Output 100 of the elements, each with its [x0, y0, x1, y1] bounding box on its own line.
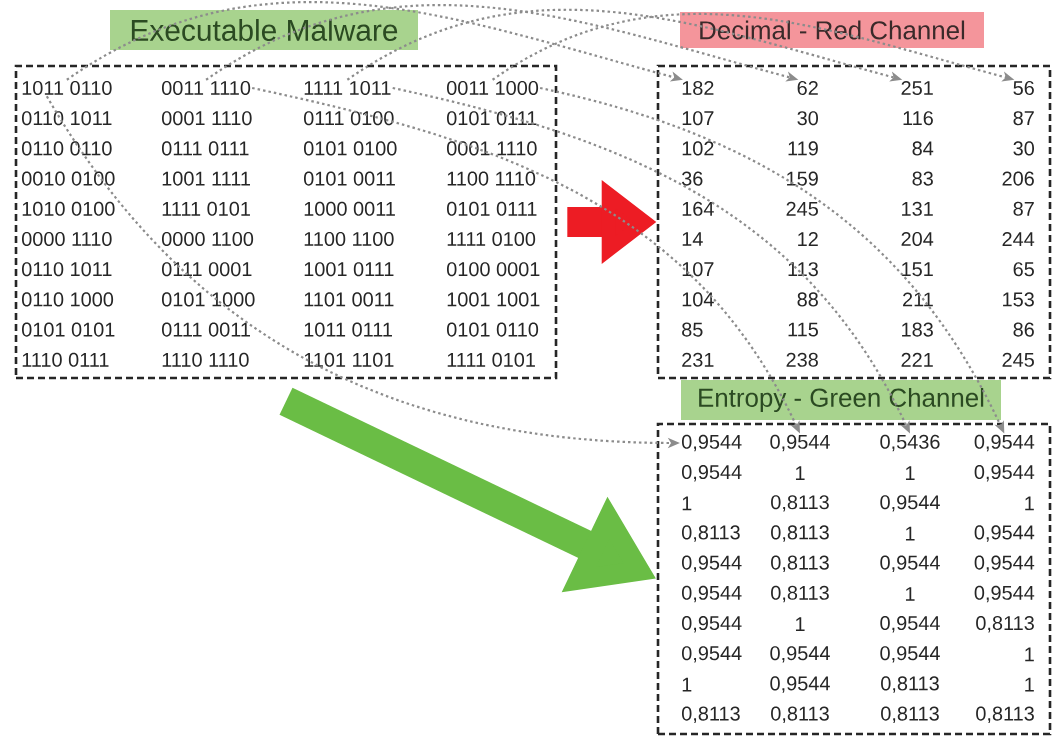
matrix-cell: 0,8113	[771, 585, 829, 603]
matrix-cell: 0001 1110	[447, 141, 537, 156]
matrix-cell: 0101 0110	[447, 322, 539, 337]
matrix-cell: 183	[902, 322, 933, 337]
matrix-cell: 0,8113	[771, 525, 829, 542]
matrix-cell: 238	[786, 352, 818, 367]
matrix-cell: 1001 0111	[304, 262, 394, 277]
matrix-cell: 0000 1100	[162, 231, 254, 247]
matrix-cell: 245	[1002, 352, 1034, 367]
matrix-cell: 62	[797, 80, 818, 96]
matrix-cell: 0010 0100	[22, 171, 115, 186]
matrix-cell: 0111 0001	[162, 262, 252, 277]
matrix-cell: 1101 1101	[304, 352, 394, 367]
matrix-cell: 115	[788, 322, 818, 337]
matrix-cell: 1100 1100	[304, 231, 394, 247]
matrix-cell: 1111 0100	[447, 231, 536, 247]
matrix-cell: 0,8113	[976, 706, 1034, 723]
matrix-cell: 0,9544	[682, 585, 742, 603]
matrix-cell: 0110 0110	[22, 141, 112, 156]
matrix-cell: 0110 1000	[22, 292, 114, 307]
matrix-cell: 119	[788, 141, 818, 156]
matrix-cell: 0110 1011	[22, 111, 112, 126]
matrix-cell: 0100 0001	[447, 262, 540, 277]
matrix-cell: 0,8113	[682, 525, 740, 542]
matrix-cell: 65	[1013, 262, 1034, 277]
matrix-cell: 1	[1025, 677, 1034, 692]
matrix-cell: 0,9544	[682, 555, 742, 572]
matrix-cell: 87	[1013, 201, 1034, 216]
matrix-cell: 0101 0011	[304, 171, 395, 186]
matrix-cell: 1010 0100	[22, 201, 115, 216]
matrix-cell: 0,9544	[974, 464, 1035, 482]
matrix-cell: 1110 0111	[22, 352, 109, 367]
matrix-cell: 1	[796, 617, 805, 632]
matrix-cell: 14	[682, 232, 703, 246]
matrix-cell: 0101 0100	[304, 141, 397, 156]
matrix-cell: 1	[796, 466, 805, 481]
matrix-cell: 0101 0111	[447, 111, 537, 126]
matrix-cell: 1	[906, 587, 915, 601]
matrix-cell: 159	[787, 171, 818, 186]
matrix-cell: 0,9544	[974, 525, 1035, 542]
matrix-cell: 56	[1013, 80, 1034, 96]
matrix-cell: 0111 0011	[162, 322, 250, 337]
matrix-cell: 204	[901, 231, 934, 247]
matrix-cell: 30	[1013, 141, 1034, 156]
matrix-cell: 0000 1110	[22, 231, 112, 247]
matrix-cell: 0,9544	[682, 434, 742, 452]
matrix-cell: 0,9544	[880, 615, 940, 633]
matrix-cell: 1	[906, 466, 915, 481]
matrix-cell: 0001 1110	[162, 111, 252, 126]
title-banner: Entropy - Green Channel	[681, 380, 1001, 420]
matrix-cell: 102	[682, 141, 714, 156]
matrix-cell: 36	[681, 171, 703, 186]
matrix-cell: 0,5436	[880, 434, 940, 452]
matrix-cell: 1101 0011	[304, 292, 394, 307]
matrix-cell: 0,9544	[880, 555, 940, 572]
matrix-cell: 153	[1003, 292, 1034, 307]
matrix-cell: 1111 0101	[447, 352, 535, 367]
matrix-cell: 83	[912, 171, 933, 186]
matrix-cell: 1001 1111	[162, 171, 250, 186]
matrix-cell: 1100 1110	[447, 171, 536, 186]
matrix-cell: 12	[798, 232, 818, 246]
matrix-cell: 113	[788, 262, 818, 277]
matrix-cell: 0101 1000	[162, 292, 255, 307]
matrix-cell: 1110 1110	[162, 352, 249, 367]
matrix-cell: 0,8113	[976, 615, 1034, 633]
matrix-cell: 0011 1110	[162, 80, 251, 96]
matrix-cell: 116	[903, 111, 933, 126]
matrix-cell: 206	[1002, 171, 1034, 186]
matrix-cell: 0,9544	[682, 464, 742, 482]
matrix-cell: 0,8113	[771, 706, 829, 723]
matrix-cell: 231	[682, 352, 714, 367]
matrix-cell: 1000 0011	[304, 201, 395, 216]
matrix-cell: 87	[1013, 111, 1034, 126]
matrix-cell: 0,9544	[770, 676, 830, 693]
matrix-cell: 0,9544	[770, 434, 830, 452]
matrix-cell: 1111 0101	[162, 201, 250, 216]
matrix-cell: 245	[786, 201, 818, 216]
matrix-cell: 107	[682, 111, 714, 126]
matrix-cell: 0110 1011	[22, 262, 112, 277]
matrix-cell: 1	[1025, 496, 1034, 511]
matrix-cell: 85	[682, 322, 703, 337]
matrix-cell: 211	[903, 292, 933, 307]
matrix-cell: 1	[682, 677, 692, 692]
matrix-cell: 0,9544	[880, 646, 940, 663]
matrix-cell: 0,9544	[682, 615, 742, 633]
matrix-cell: 0,8113	[771, 555, 829, 572]
matrix-cell: 0,8113	[881, 706, 939, 723]
matrix-cell: 0,8113	[881, 676, 939, 693]
matrix-cell: 0,9544	[682, 646, 742, 663]
matrix-cell: 182	[682, 80, 714, 96]
matrix-cell: 1011 0110	[22, 80, 112, 96]
matrix-cell: 1	[906, 526, 915, 541]
matrix-cell: 0,9544	[880, 495, 940, 512]
matrix-cell: 151	[902, 262, 933, 277]
matrix-cell: 88	[797, 292, 818, 307]
matrix-cell: 0101 0101	[22, 322, 115, 337]
matrix-cell: 1	[1025, 647, 1034, 662]
matrix-cell: 104	[682, 292, 714, 307]
matrix-cell: 1	[682, 496, 692, 511]
title-banner: Executable Malware	[110, 10, 418, 50]
